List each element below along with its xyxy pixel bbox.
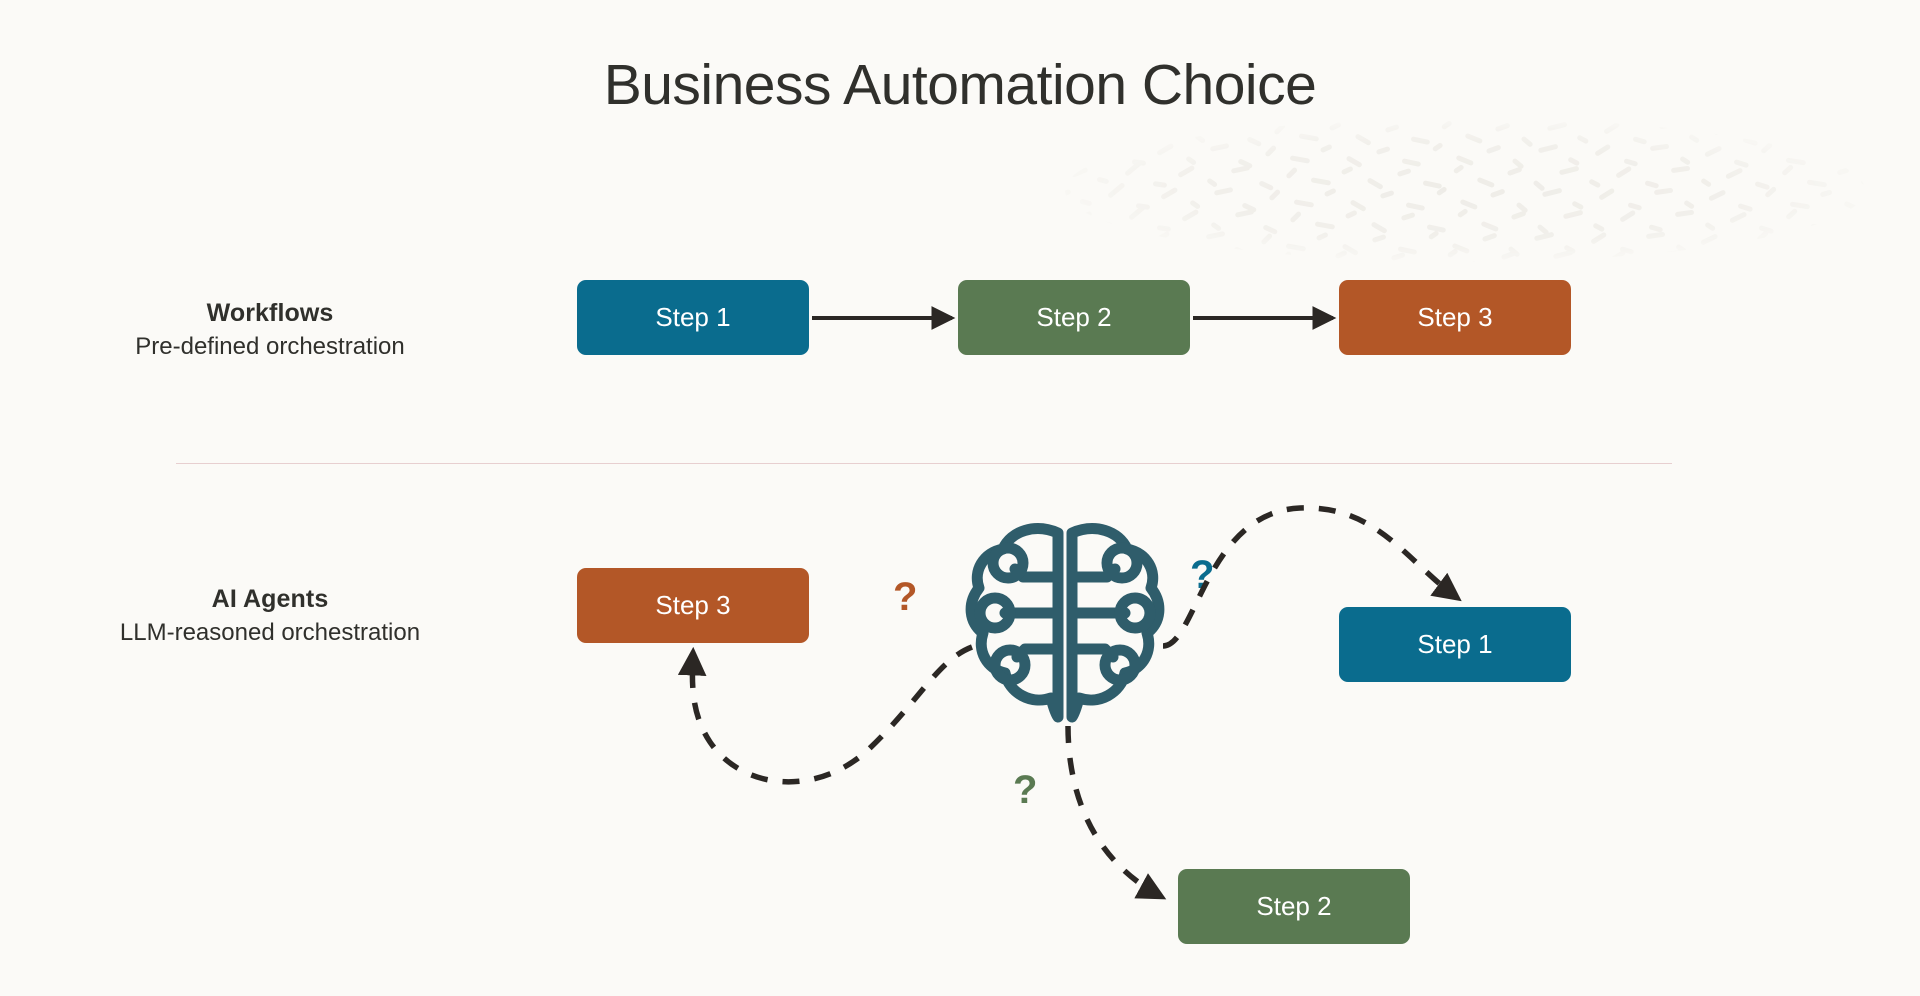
row-label-ai-agents: AI Agents LLM-reasoned orchestration <box>20 583 520 649</box>
workflow-step-3-box[interactable]: Step 3 <box>1339 280 1571 355</box>
row-title-workflows: Workflows <box>206 299 334 327</box>
row-label-workflows: Workflows Pre-defined orchestration <box>20 297 520 363</box>
row-subtitle-ai-agents: LLM-reasoned orchestration <box>119 618 421 646</box>
agent-step-3-box[interactable]: Step 3 <box>577 568 809 643</box>
dashed-arrow-brain-to-step2 <box>1065 725 1167 900</box>
decorative-texture-blob <box>1055 120 1875 270</box>
question-mark-left: ? <box>893 575 918 619</box>
agent-step-2-box[interactable]: Step 2 <box>1178 869 1410 944</box>
agent-step-1-box[interactable]: Step 1 <box>1339 607 1571 682</box>
row-subtitle-workflows: Pre-defined orchestration <box>135 332 405 360</box>
brain-circuit-icon <box>965 523 1165 723</box>
workflow-step-2-box[interactable]: Step 2 <box>958 280 1190 355</box>
section-divider <box>176 463 1672 464</box>
row-title-ai-agents: AI Agents <box>211 585 329 613</box>
workflow-step-1-box[interactable]: Step 1 <box>577 280 809 355</box>
question-mark-right: ? <box>1190 553 1215 597</box>
page-title: Business Automation Choice <box>603 53 1317 117</box>
question-mark-down: ? <box>1013 768 1038 812</box>
dashed-arrow-brain-to-step3 <box>677 644 974 785</box>
